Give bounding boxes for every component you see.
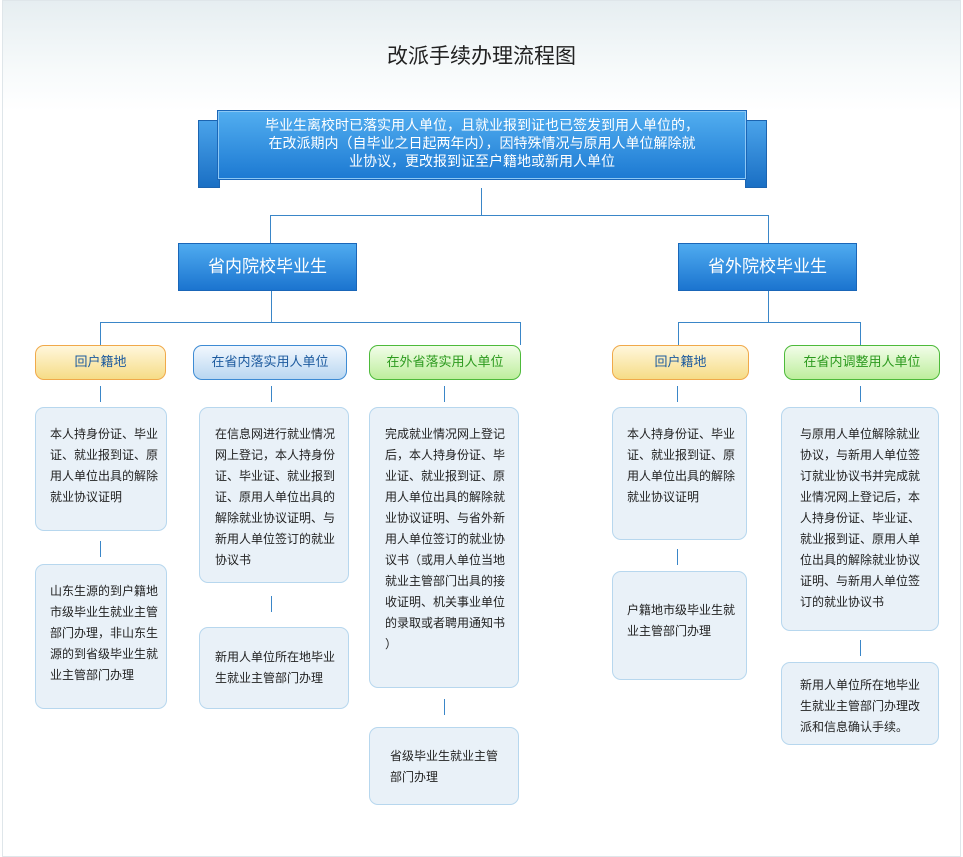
step2-box: 新用人单位所在地毕业 生就业主管部门办理改 派和信息确认手续。 — [781, 662, 939, 745]
connector — [678, 322, 861, 323]
connector — [270, 215, 769, 216]
category-out-province: 省外院校毕业生 — [678, 243, 857, 291]
connector — [481, 188, 482, 215]
step1-box: 本人持身份证、毕业 证、就业报到证、原 用人单位出具的解除 就业协议证明 — [35, 407, 167, 531]
step2-box: 新用人单位所在地毕业 生就业主管部门办理 — [199, 627, 349, 709]
option-adjust-in-province: 在省内调整用人单位 — [784, 345, 940, 380]
condition-banner: 毕业生离校时已落实用人单位，且就业报到证也已签发到用人单位的， 在改派期内（自毕… — [217, 110, 747, 180]
connector — [678, 322, 679, 345]
connector — [270, 215, 271, 243]
connector — [100, 322, 101, 345]
step2-box: 户籍地市级毕业生就 业主管部门办理 — [612, 571, 747, 680]
connector — [768, 215, 769, 243]
connector — [860, 386, 861, 402]
connector — [520, 322, 521, 345]
option-return-hukou: 回户籍地 — [35, 345, 166, 380]
step2-box: 山东生源的到户籍地 市级毕业生就业主管 部门办理，非山东生 源的到省级毕业生就 … — [35, 564, 167, 709]
step1-box: 完成就业情况网上登记 后，本人持身份证、毕 业证、就业报到证、原 用人单位出具的… — [369, 407, 519, 688]
step1-box: 在信息网进行就业情况 网上登记，本人持身份 证、毕业证、就业报到 证、原用人单位… — [199, 407, 349, 583]
connector — [677, 549, 678, 565]
connector — [271, 596, 272, 612]
option-out-province-employer: 在外省落实用人单位 — [369, 345, 521, 380]
page-title: 改派手续办理流程图 — [387, 44, 576, 68]
category-in-province: 省内院校毕业生 — [178, 243, 357, 291]
connector — [100, 322, 521, 323]
step1-box: 与原用人单位解除就业 协议，与新用人单位签 订就业协议书并完成就 业情况网上登记… — [781, 407, 939, 631]
connector — [860, 322, 861, 345]
connector — [100, 386, 101, 402]
connector — [677, 386, 678, 402]
connector — [100, 541, 101, 557]
step1-box: 本人持身份证、毕业 证、就业报到证、原 用人单位出具的解除 就业协议证明 — [612, 407, 747, 540]
connector — [860, 640, 861, 656]
step2-box: 省级毕业生就业主管 部门办理 — [369, 727, 519, 805]
connector — [271, 291, 272, 322]
connector — [444, 699, 445, 715]
option-return-hukou: 回户籍地 — [612, 345, 749, 380]
connector — [271, 386, 272, 402]
connector — [444, 386, 445, 402]
connector — [768, 291, 769, 322]
banner-right-wing — [745, 120, 767, 188]
option-in-province-employer: 在省内落实用人单位 — [193, 345, 347, 380]
